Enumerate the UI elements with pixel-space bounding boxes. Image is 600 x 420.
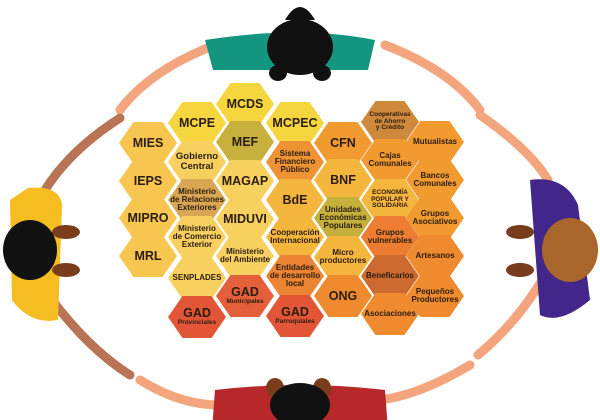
hex-label-line: IEPS — [133, 173, 163, 188]
hex-label-line: GAD — [231, 285, 259, 300]
hex-label-line: MCPEC — [272, 115, 318, 130]
hex-label-line: Municipales — [226, 298, 264, 306]
hex-label-line: de Relaciones — [170, 194, 224, 204]
hex-label-line: MIPRO — [127, 210, 169, 225]
hex-label-line: Comunales — [413, 179, 457, 188]
hex-label-line: SOLIDARIA — [372, 202, 408, 210]
hex-label-line: ECONOMÍA — [372, 189, 408, 197]
hex-label-line: Provinciales — [177, 319, 217, 327]
hex-label-line: Entidades — [275, 262, 315, 272]
hex-label-line: Central — [180, 161, 214, 172]
hex-label-line: Cajas — [379, 150, 401, 160]
hex-senplades: SENPLADES — [168, 257, 226, 299]
hex-mipro: MIPRO — [119, 197, 177, 239]
hex-label-line: Ministerio — [226, 246, 264, 256]
hex-label-line: Asociativos — [412, 217, 458, 226]
hex-label-line: Grupos — [375, 227, 405, 237]
hex-label-line: Exterior — [181, 240, 213, 250]
hex-label-line: MAGAP — [221, 173, 269, 188]
hex-mrl: MRL — [119, 235, 177, 277]
hex-label-line: Ministerio — [178, 223, 216, 233]
hex-label-line: de Comercio — [172, 231, 222, 241]
hex-ieps: IEPS — [119, 160, 177, 202]
hex-label-line: local — [285, 279, 305, 289]
hex-label-line: Público — [280, 165, 310, 175]
hex-label-line: Unidades — [324, 204, 361, 214]
hex-label-line: MIES — [132, 135, 164, 150]
hex-label-line: MCPE — [178, 115, 216, 130]
arm — [135, 375, 225, 410]
hex-label-line: CFN — [330, 135, 356, 150]
hex-label-line: Económicas — [319, 212, 367, 222]
hex-label-line: Asociaciones — [364, 308, 416, 318]
hex-label-line: MEF — [231, 134, 259, 149]
hex-label-line: Exteriores — [177, 203, 217, 213]
hex-label-line: BdE — [282, 192, 308, 207]
arm — [40, 113, 125, 195]
hex-label-line: Parroquiales — [275, 318, 315, 326]
hex-label-line: SENPLADES — [172, 272, 222, 282]
hex-label-line: Cooperación — [270, 227, 320, 237]
hex-label-line: Financiero — [274, 156, 316, 166]
hex-label-line: de Ahorro — [374, 117, 406, 125]
hex-label-line: MCDS — [226, 96, 264, 111]
hex-label-line: GAD — [281, 305, 309, 320]
arm — [47, 295, 135, 380]
hex-label-line: Gobierno — [175, 151, 219, 163]
arm — [475, 110, 553, 185]
hex-label-line: y Crédito — [375, 124, 405, 132]
arm — [380, 40, 485, 115]
hex-label-line: GAD — [183, 306, 211, 321]
hex-label-line: POPULAR Y — [371, 195, 409, 203]
hex-mies: MIES — [119, 122, 177, 164]
hex-label-line: Beneficarios — [365, 270, 415, 280]
hex-label-line: Bancos — [420, 170, 450, 180]
hex-label-line: productores — [319, 256, 367, 265]
hex-label-line: Ministerio — [178, 186, 216, 196]
arm — [473, 265, 553, 360]
arm — [115, 40, 220, 115]
hex-label-line: Comunales — [368, 159, 412, 168]
person-left — [3, 187, 80, 321]
arm — [375, 360, 475, 405]
hex-mcpe: MCPE — [168, 102, 226, 144]
person-bottom — [212, 378, 388, 420]
person-right — [506, 179, 598, 318]
hex-label-line: de desarrollo — [269, 270, 321, 280]
hex-label-line: Artesanos — [415, 250, 455, 260]
hex-label-line: Grupos — [420, 208, 450, 218]
hex-label-line: Sistema — [279, 148, 311, 158]
hex-label-line: del Ambiente — [220, 255, 270, 264]
hex-label-line: Populares — [323, 221, 363, 231]
hex-label-line: BNF — [330, 172, 356, 187]
hex-label-line: Productores — [411, 295, 459, 304]
hex-label-line: Pequeños — [415, 286, 455, 296]
hex-label-line: ONG — [328, 288, 358, 303]
hex-label-line: Cooperativas — [369, 111, 411, 119]
hex-label-line: Internacional — [270, 236, 320, 245]
hex-label-line: vulnerables — [367, 236, 413, 245]
hex-label-line: Micro — [332, 247, 354, 257]
hex-label-line: Mutualistas — [412, 136, 457, 146]
hex-label-line: MRL — [134, 248, 162, 263]
hex-label-line: MIDUVI — [223, 211, 267, 226]
person-top — [205, 7, 375, 81]
